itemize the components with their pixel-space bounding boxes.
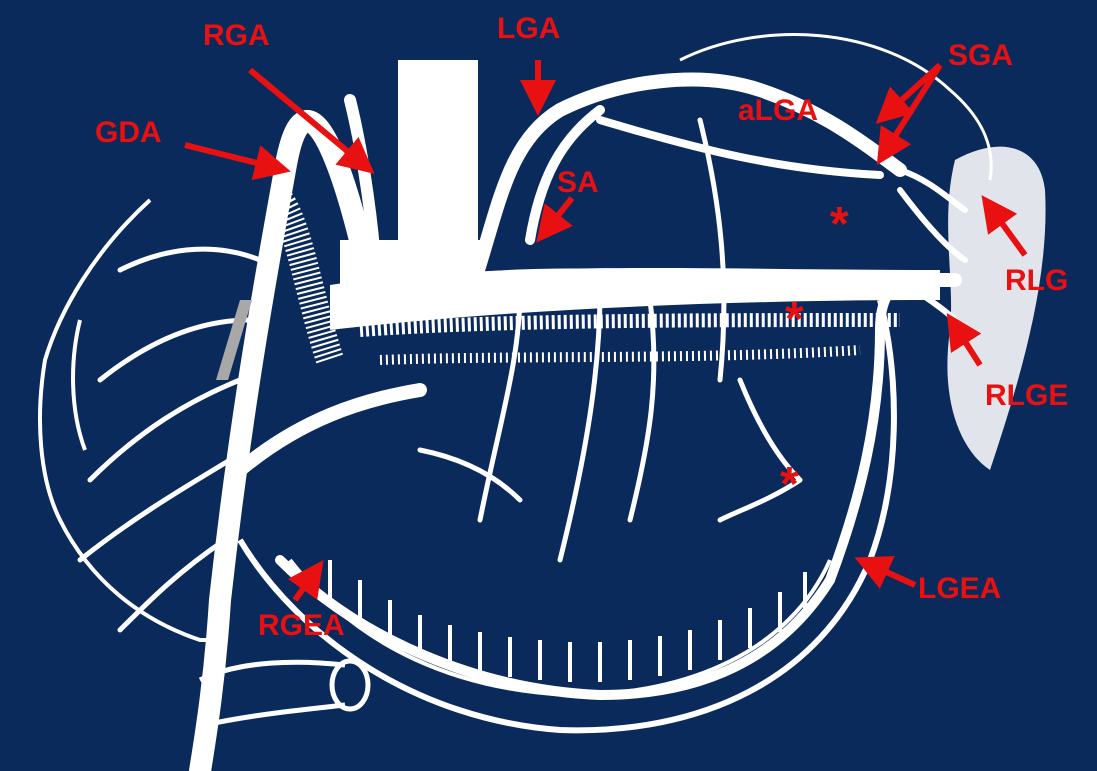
pointer-arrows — [185, 60, 1025, 600]
asterisk-marker-3: * — [780, 458, 799, 511]
asterisk-marker-1: * — [830, 198, 849, 251]
label-sga: SGA — [948, 39, 1013, 72]
label-lgea: LGEA — [918, 572, 1001, 605]
label-rga: RGA — [203, 19, 270, 52]
arteries — [80, 80, 965, 771]
label-rlge: RLGE — [985, 379, 1068, 412]
spleen — [947, 147, 1045, 470]
lgea-arrow — [860, 560, 915, 585]
duodenum — [200, 661, 368, 725]
label-rlg: RLG — [1005, 264, 1068, 297]
label-sa: SA — [557, 166, 599, 199]
label-alga: aLGA — [738, 94, 818, 127]
asterisk-marker-2: * — [785, 293, 804, 346]
sa-arrow — [540, 198, 572, 238]
label-lga: LGA — [497, 12, 560, 45]
label-rgea: RGEA — [258, 609, 345, 642]
label-gda: GDA — [95, 116, 162, 149]
gda-arrow — [185, 145, 285, 170]
